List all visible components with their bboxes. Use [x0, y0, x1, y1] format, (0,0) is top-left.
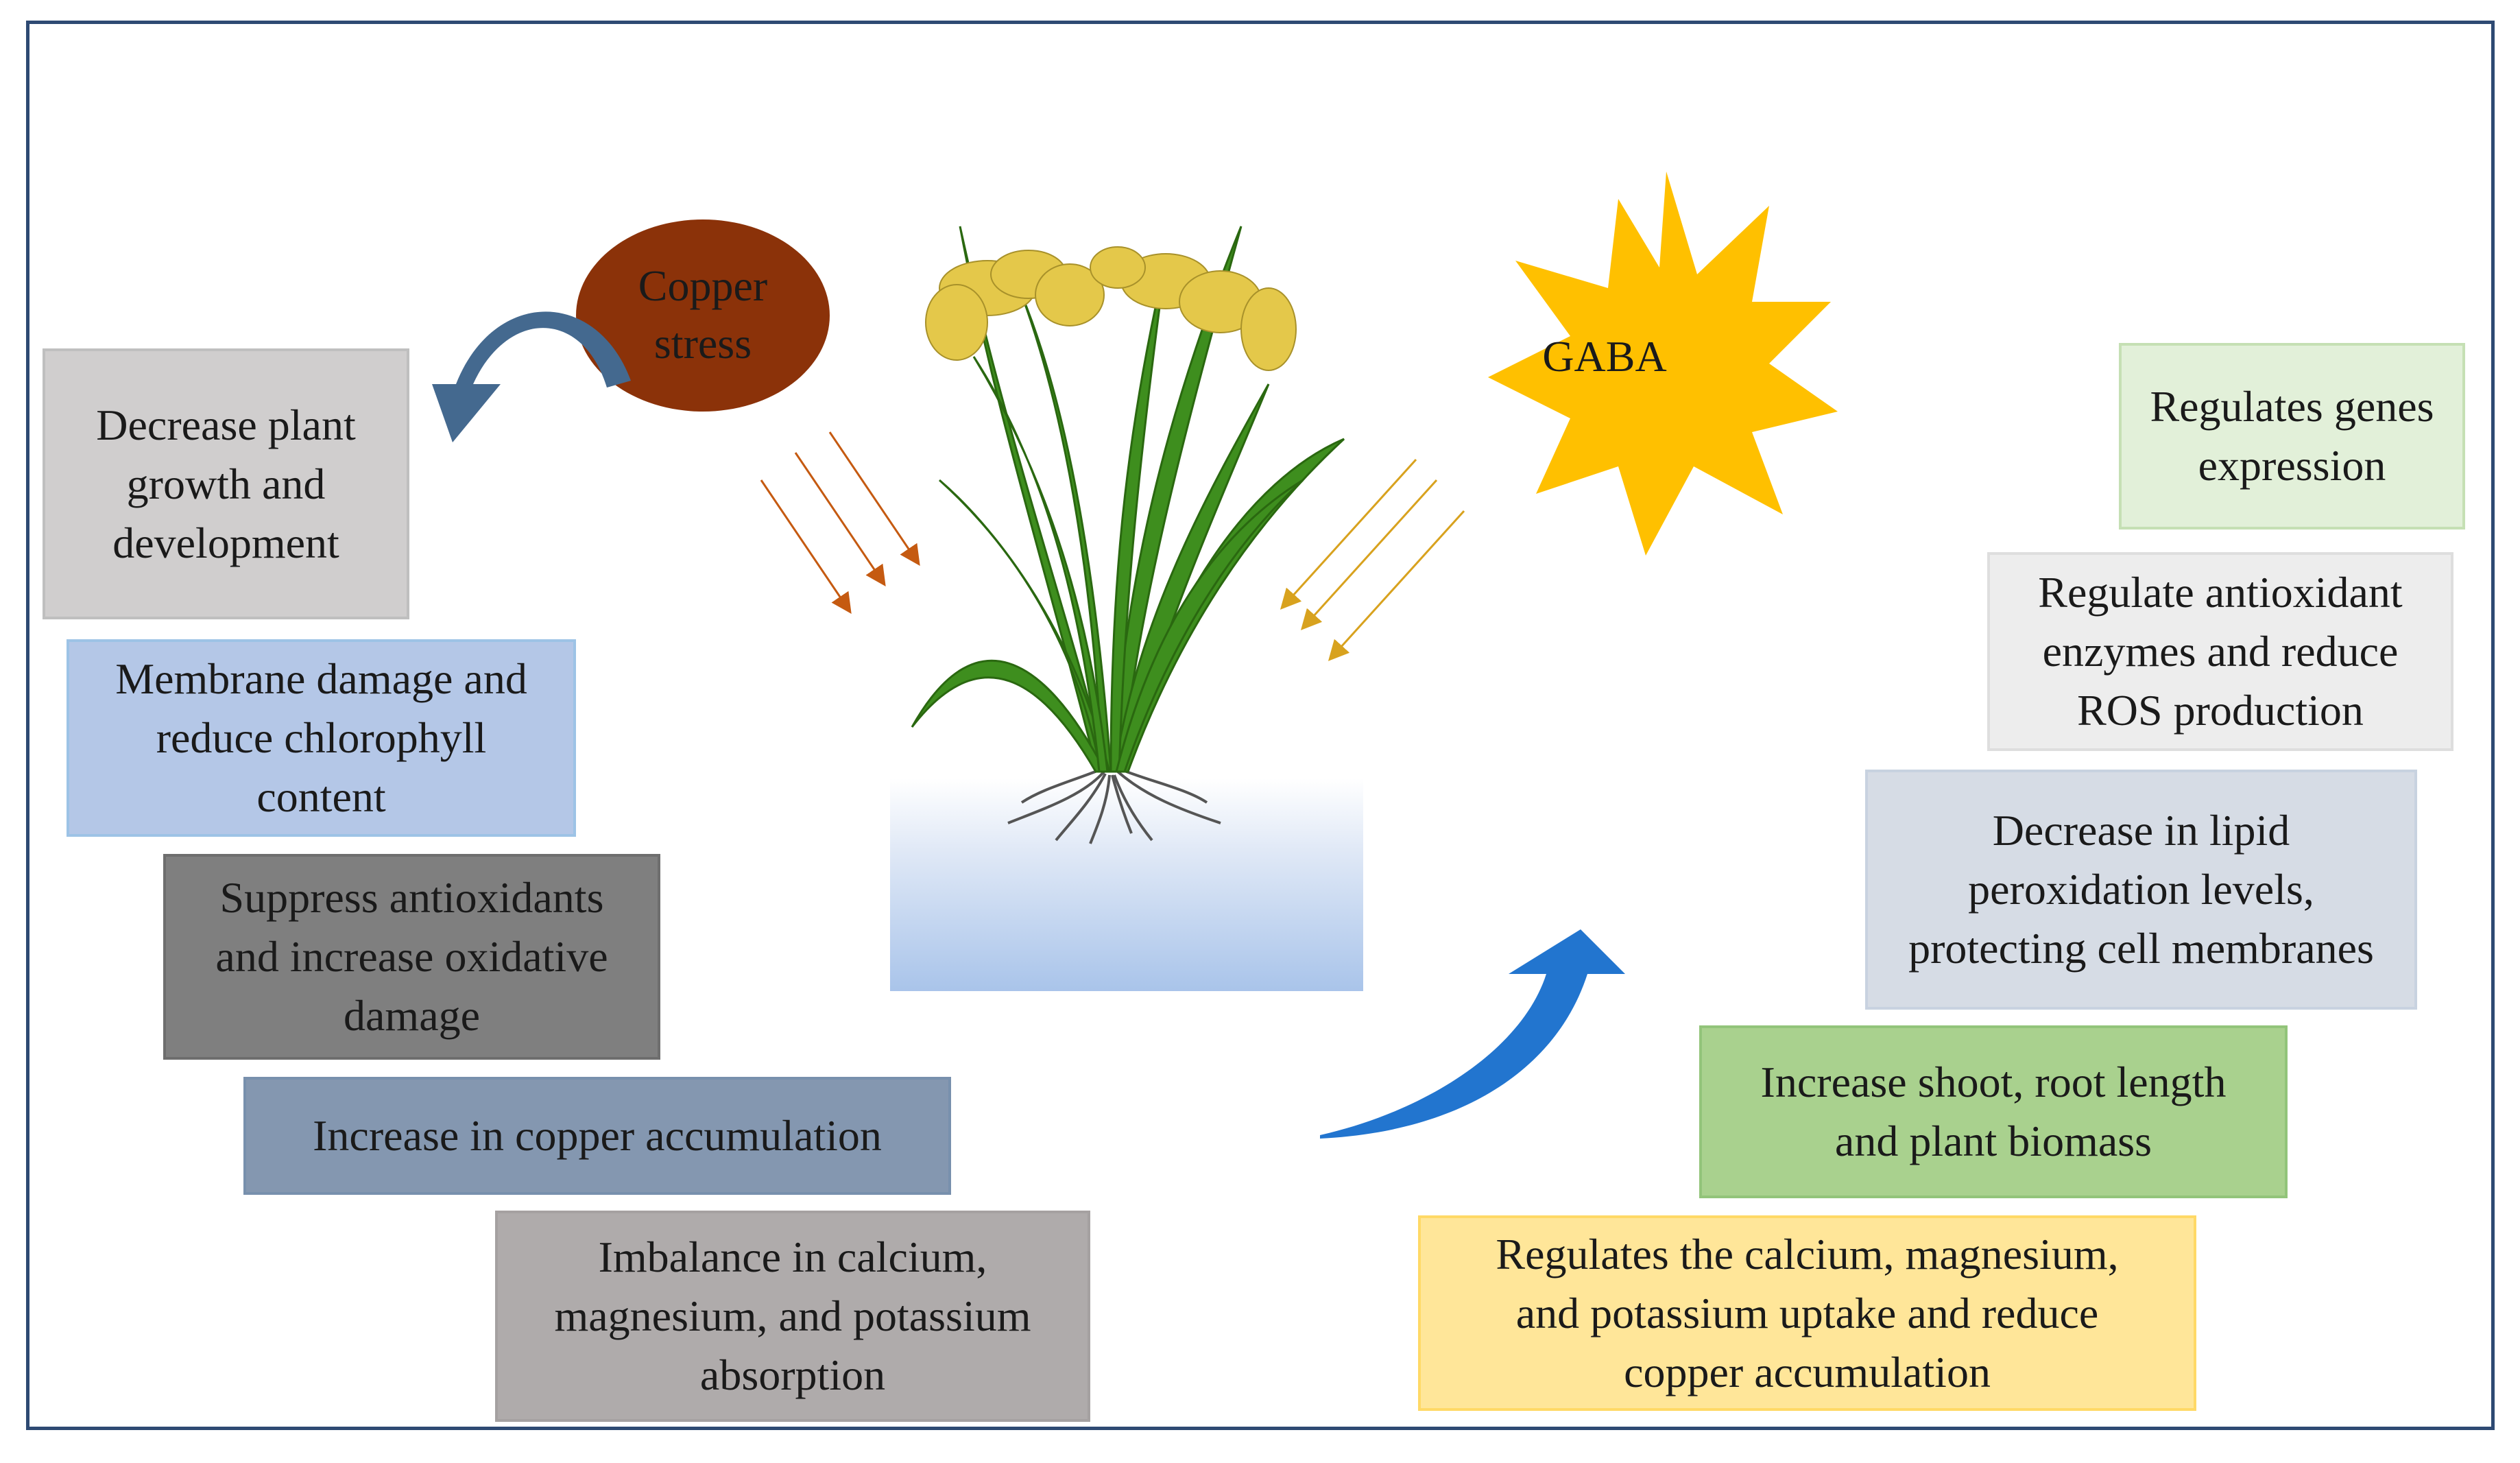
gaba-sun: [1488, 171, 1838, 556]
right-effect-lipid: Decrease in lipid peroxidation levels, p…: [1865, 770, 2417, 1010]
right-effect-biomass: Increase shoot, root length and plant bi…: [1699, 1025, 2288, 1198]
left-effect-copper: Increase in copper accumulation: [243, 1077, 951, 1195]
left-effect-imbalance: Imbalance in calcium, magnesium, and pot…: [495, 1211, 1090, 1422]
right-effect-antioxidant-enzymes: Regulate antioxidant enzymes and reduce …: [1987, 552, 2453, 751]
water-container: [890, 778, 1363, 991]
copper-stress-ellipse: [576, 219, 830, 412]
right-effect-uptake: Regulates the calcium, magnesium, and po…: [1418, 1215, 2196, 1411]
rice-plant: [911, 226, 1345, 844]
copper-stress-label: Copper stress: [638, 261, 768, 368]
stress-arrows: [760, 431, 920, 614]
left-effect-membrane: Membrane damage and reduce chlorophyll c…: [67, 639, 576, 837]
right-effect-genes: Regulates genes expression: [2119, 343, 2465, 530]
curved-arrow-left: [432, 311, 631, 442]
gaba-arrows: [1280, 458, 1465, 661]
gaba-label: GABA: [1542, 332, 1667, 381]
left-effect-growth: Decrease plant growth and development: [43, 348, 409, 619]
curved-arrow-right: [1320, 929, 1625, 1139]
figure-frame: [26, 21, 2495, 1430]
left-effect-antioxidants: Suppress antioxidants and increase oxida…: [163, 854, 660, 1060]
